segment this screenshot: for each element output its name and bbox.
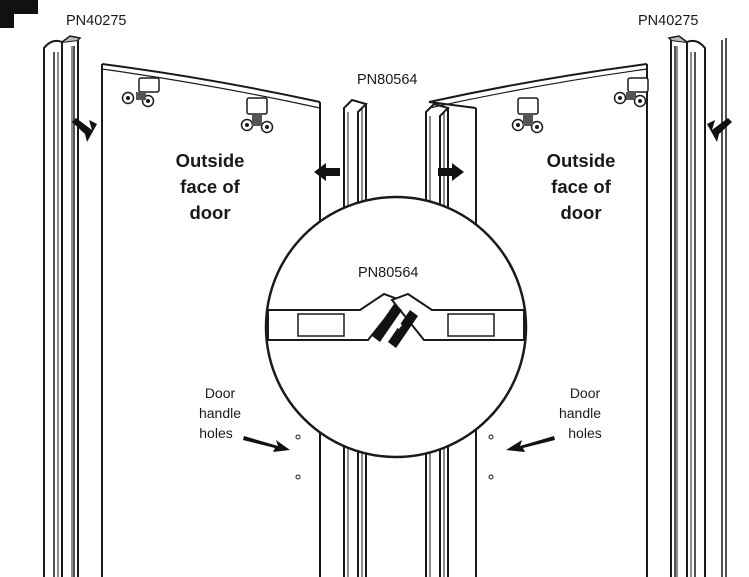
seal-detail-magnifier: [264, 195, 528, 459]
left-side-seal: [43, 35, 82, 577]
right-face-label-line3: door: [560, 202, 601, 223]
left-handle-label-line1: Door: [205, 385, 236, 401]
left-face-label-line2: face of: [180, 176, 240, 197]
right-seal-part-label: PN40275: [638, 13, 698, 29]
right-handle-label-line2: handle: [559, 405, 601, 421]
center-right-arrow: [438, 163, 464, 181]
center-left-arrow: [314, 163, 340, 181]
roller-hanger-icon: [613, 77, 649, 108]
roller-hanger-icon: [511, 97, 544, 134]
step-marker: [0, 0, 38, 28]
left-seal-arrow: [72, 118, 97, 142]
right-face-label-line2: face of: [551, 176, 611, 197]
center-seal-part-label: PN80564: [357, 72, 417, 88]
left-handle-label-line3: holes: [199, 425, 232, 441]
right-handle-label-line1: Door: [570, 385, 601, 401]
left-handle-hole: [295, 474, 301, 480]
left-face-label-line1: Outside: [176, 150, 245, 171]
left-handle-label-line2: handle: [199, 405, 241, 421]
roller-hanger-icon: [121, 77, 160, 108]
left-seal-part-label: PN40275: [66, 13, 126, 29]
roller-hanger-icon: [240, 97, 274, 134]
right-handle-arrow: [506, 436, 555, 452]
left-face-label-line3: door: [189, 202, 230, 223]
right-handle-hole: [488, 434, 494, 440]
right-handle-label-line3: holes: [568, 425, 601, 441]
right-handle-hole: [488, 474, 494, 480]
right-seal-arrow: [707, 118, 732, 142]
detail-seal-part-label: PN80564: [358, 265, 418, 281]
right-face-label-line1: Outside: [547, 150, 616, 171]
right-side-seal: [667, 35, 727, 577]
left-handle-arrow: [243, 436, 290, 452]
left-handle-hole: [295, 434, 301, 440]
